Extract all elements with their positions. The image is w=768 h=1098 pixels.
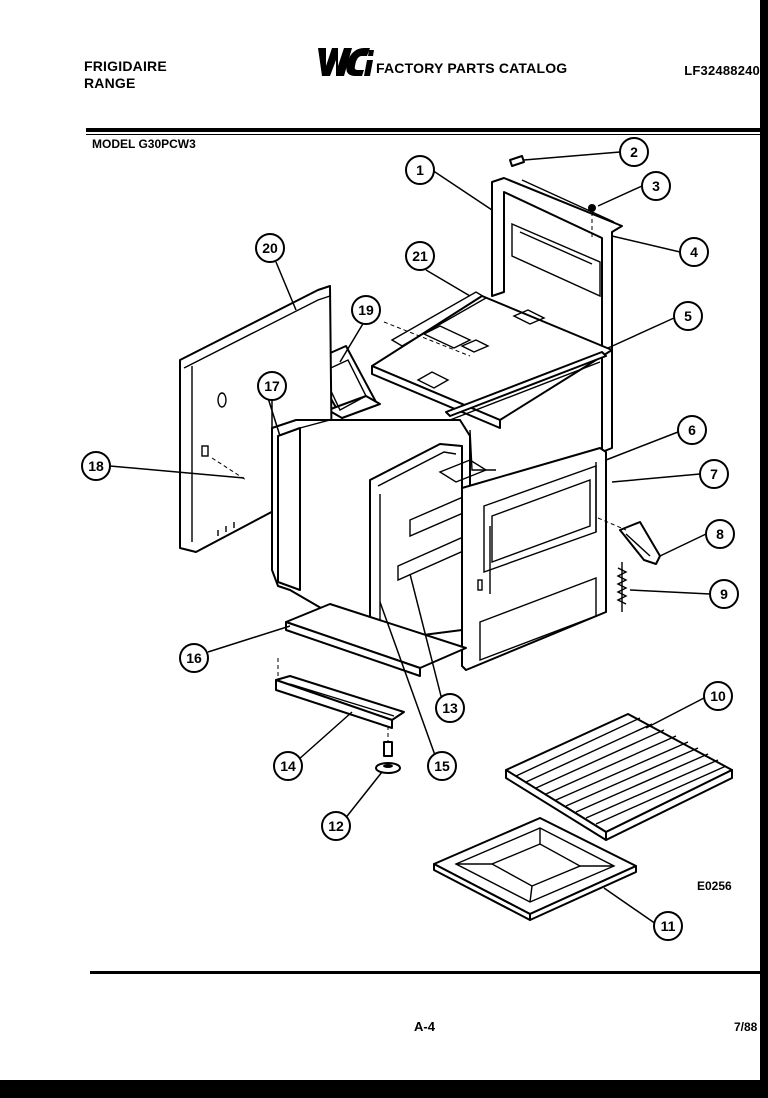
callout-12: 12 (321, 811, 351, 841)
catalog-id: LF32488240 (684, 63, 760, 78)
svg-text:12: 12 (328, 818, 344, 834)
callout-11: 11 (653, 911, 683, 941)
catalog-title: FACTORY PARTS CATALOG (376, 60, 568, 76)
svg-text:18: 18 (88, 458, 104, 474)
svg-text:19: 19 (358, 302, 374, 318)
hinge-spring (616, 562, 628, 612)
svg-text:10: 10 (710, 688, 726, 704)
callout-20: 20 (255, 233, 285, 263)
callout-4: 4 (679, 237, 709, 267)
brand-name: FRIGIDAIRE (84, 58, 167, 74)
svg-text:8: 8 (716, 526, 724, 542)
svg-text:11: 11 (661, 918, 676, 934)
svg-text:2: 2 (630, 144, 638, 160)
callout-19: 19 (351, 295, 381, 325)
leveling-leg (375, 726, 401, 774)
oven-rack (505, 713, 733, 841)
callout-2: 2 (619, 137, 649, 167)
oven-top-panel (371, 291, 613, 429)
oven-bottom-panel (285, 603, 467, 677)
callout-17: 17 (257, 371, 287, 401)
exploded-parts-diagram: 1 2 3 4 5 6 7 8 9 10 11 12 13 14 15 16 1… (81, 137, 739, 941)
callout-9: 9 (709, 579, 739, 609)
callout-10: 10 (703, 681, 733, 711)
leader-lines (109, 151, 711, 925)
oven-door (461, 447, 607, 671)
svg-text:13: 13 (442, 700, 458, 716)
oven-liner (271, 419, 471, 641)
callout-8: 8 (705, 519, 735, 549)
broiler-pan (433, 817, 637, 921)
screw (509, 155, 525, 167)
svg-text:5: 5 (684, 308, 692, 324)
callout-3: 3 (641, 171, 671, 201)
wci-logo (318, 48, 374, 76)
svg-text:16: 16 (186, 650, 202, 666)
svg-text:21: 21 (412, 248, 428, 264)
bolt (588, 204, 596, 240)
callout-21: 21 (405, 241, 435, 271)
diagram-code: E0256 (697, 879, 732, 893)
header-rule-thin (86, 134, 760, 135)
kick-plate (275, 658, 405, 729)
parts-catalog-page: FRIGIDAIRE RANGE FACTORY PARTS CATALOG L… (0, 0, 760, 1080)
brand-block: FRIGIDAIRE RANGE (84, 58, 167, 92)
header-rule (86, 128, 760, 132)
svg-text:15: 15 (434, 758, 450, 774)
callout-6: 6 (677, 415, 707, 445)
callout-18: 18 (81, 451, 111, 481)
callout-5: 5 (673, 301, 703, 331)
callout-16: 16 (179, 643, 209, 673)
door-hinge (597, 517, 661, 565)
svg-text:20: 20 (262, 240, 278, 256)
model-label: MODEL G30PCW3 (92, 137, 196, 151)
callout-7: 7 (699, 459, 729, 489)
svg-text:7: 7 (710, 466, 718, 482)
svg-text:6: 6 (688, 422, 696, 438)
svg-text:3: 3 (652, 178, 660, 194)
oven-front-frame (438, 351, 607, 483)
svg-text:14: 14 (280, 758, 296, 774)
svg-text:1: 1 (416, 162, 424, 178)
callout-15: 15 (427, 751, 457, 781)
revision-date: 7/88 (734, 1020, 758, 1034)
svg-text:4: 4 (690, 244, 698, 260)
callout-14: 14 (273, 751, 303, 781)
svg-text:9: 9 (720, 586, 728, 602)
svg-text:17: 17 (264, 378, 280, 394)
product-type: RANGE (84, 75, 136, 91)
footer-rule (90, 971, 760, 974)
callout-1: 1 (405, 155, 435, 185)
callout-13: 13 (435, 693, 465, 723)
page-number: A-4 (414, 1019, 435, 1034)
